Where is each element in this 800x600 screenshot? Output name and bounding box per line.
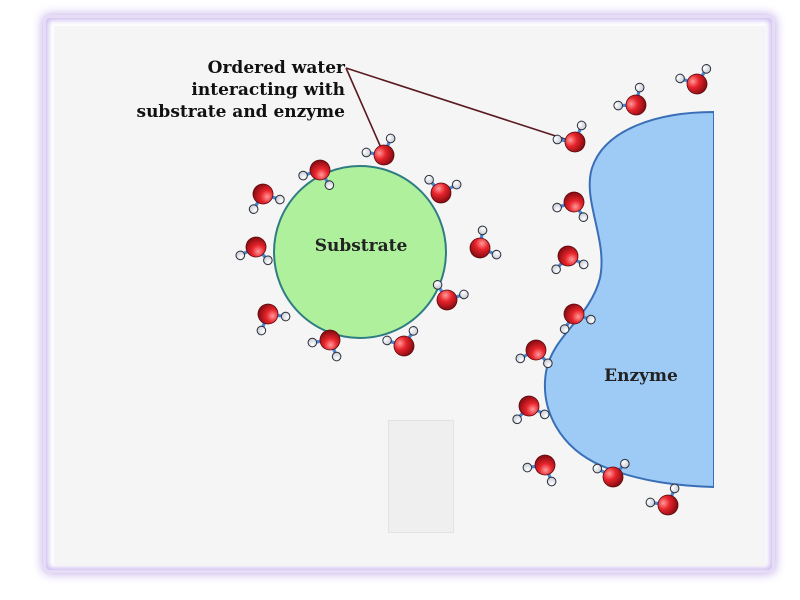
water-molecule-icon bbox=[559, 303, 596, 334]
water-molecule-icon bbox=[469, 225, 502, 260]
water-molecule-icon bbox=[361, 133, 396, 166]
water-molecule-icon bbox=[675, 64, 712, 95]
callout-line-2: interacting with bbox=[191, 80, 345, 100]
water-molecule-icon bbox=[515, 339, 553, 369]
water-molecule-icon bbox=[248, 183, 285, 214]
water-molecule-icon bbox=[432, 280, 469, 311]
substrate-label: Substrate bbox=[314, 236, 408, 256]
water-molecule-icon bbox=[512, 395, 550, 425]
water-molecule-icon bbox=[235, 236, 273, 266]
callout-line-1: Ordered water bbox=[207, 58, 345, 78]
water-molecule-icon bbox=[645, 483, 680, 516]
callout-text: Ordered water interacting with substrate… bbox=[70, 57, 346, 123]
water-molecule-icon bbox=[552, 191, 589, 222]
water-molecule-icon bbox=[522, 454, 557, 487]
water-molecule-icon bbox=[298, 159, 335, 190]
callout-pointers bbox=[345, 67, 569, 151]
callout-line-3: substrate and enzyme bbox=[136, 102, 346, 122]
water-molecule-icon bbox=[613, 82, 647, 116]
water-molecules bbox=[235, 64, 712, 516]
water-molecule-icon bbox=[382, 326, 419, 357]
enzyme-label: Enzyme bbox=[604, 366, 678, 386]
blank-placeholder-box bbox=[388, 420, 454, 533]
water-molecule-icon bbox=[552, 120, 587, 153]
substrate-shape bbox=[273, 165, 447, 339]
water-molecule-icon bbox=[551, 245, 589, 275]
water-molecule-icon bbox=[256, 303, 291, 336]
water-molecule-icon bbox=[307, 329, 342, 362]
water-molecule-icon bbox=[424, 174, 462, 204]
water-molecule-icon bbox=[592, 458, 630, 488]
